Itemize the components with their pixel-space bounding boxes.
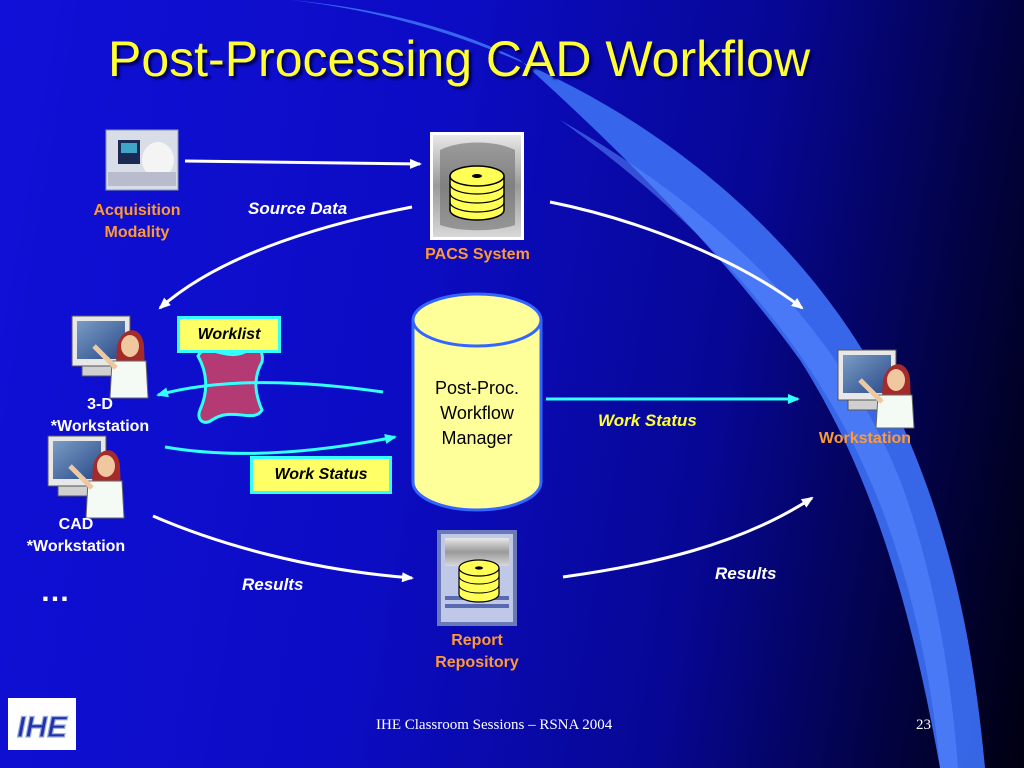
workstation-right-icon <box>837 349 915 429</box>
cad-workstation-icon <box>47 435 125 519</box>
workflow-manager-label-line1: Post-Proc. <box>434 378 520 398</box>
arrow-workstation-to-manager-status <box>164 434 397 456</box>
cad-workstation-label: CAD *Workstation <box>14 514 138 558</box>
report-repository-icon <box>437 530 517 626</box>
workstation-label: Workstation <box>818 430 912 447</box>
source-data-label: Source Data <box>248 199 348 218</box>
ihe-logo-text: IHE <box>17 711 68 744</box>
report-repository-label-line1: Report <box>451 632 503 649</box>
workstation-3d-label-line1: 3-D <box>87 396 113 413</box>
report-repository-label: Report Repository <box>418 630 536 674</box>
workstation-3d-label: 3-D *Workstation <box>38 394 162 438</box>
results-left-label: Results <box>242 575 304 594</box>
acquisition-modality-label-line1: Acquisition <box>93 202 181 219</box>
cad-workstation-label-line1: CAD <box>58 516 94 533</box>
pacs-system-icon <box>430 132 524 240</box>
results-right-label: Results <box>715 564 777 583</box>
workflow-manager-label: Post-Proc. Workflow Manager <box>413 376 541 451</box>
acquisition-modality-icon <box>105 129 179 191</box>
background-swoosh-highlight <box>560 120 958 768</box>
workflow-manager-label-line3: Manager <box>441 428 513 448</box>
footer-text: IHE Classroom Sessions – RSNA 2004 <box>376 717 613 733</box>
arrow-modality-to-pacs <box>184 158 422 169</box>
worklist-box: Worklist <box>177 316 281 353</box>
workstation-3d-label-line2: *Workstation <box>50 418 150 435</box>
arrow-manager-to-3d-worklist <box>156 381 384 398</box>
arrow-pacs-to-3d-workstation <box>158 205 413 310</box>
work-status-right-label: Work Status <box>598 411 697 430</box>
ihe-logo: IHE <box>8 698 76 750</box>
pacs-disk-stack <box>449 165 505 221</box>
ihe-logo-mark: IHE <box>10 701 74 747</box>
arrow-cad-to-repository <box>152 514 414 583</box>
workflow-manager-cylinder <box>411 292 543 512</box>
arrow-repository-to-workstation <box>562 496 814 579</box>
acquisition-modality-label-line2: Modality <box>104 224 170 241</box>
cad-workstation-label-line2: *Workstation <box>26 538 126 555</box>
workstation-3d-icon <box>71 315 149 399</box>
page-number: 23 <box>916 717 931 733</box>
arrow-pacs-to-workstation <box>549 200 804 310</box>
slide-title: Post-Processing CAD Workflow <box>108 31 811 87</box>
work-status-box: Work Status <box>250 456 392 494</box>
repository-disk-stack <box>458 559 500 603</box>
pacs-system-label: PACS System <box>425 246 530 263</box>
report-repository-label-line2: Repository <box>435 654 519 671</box>
workflow-manager-label-line2: Workflow <box>440 403 514 423</box>
acquisition-modality-label: Acquisition Modality <box>82 200 192 244</box>
more-actors-ellipsis: … <box>40 575 72 608</box>
